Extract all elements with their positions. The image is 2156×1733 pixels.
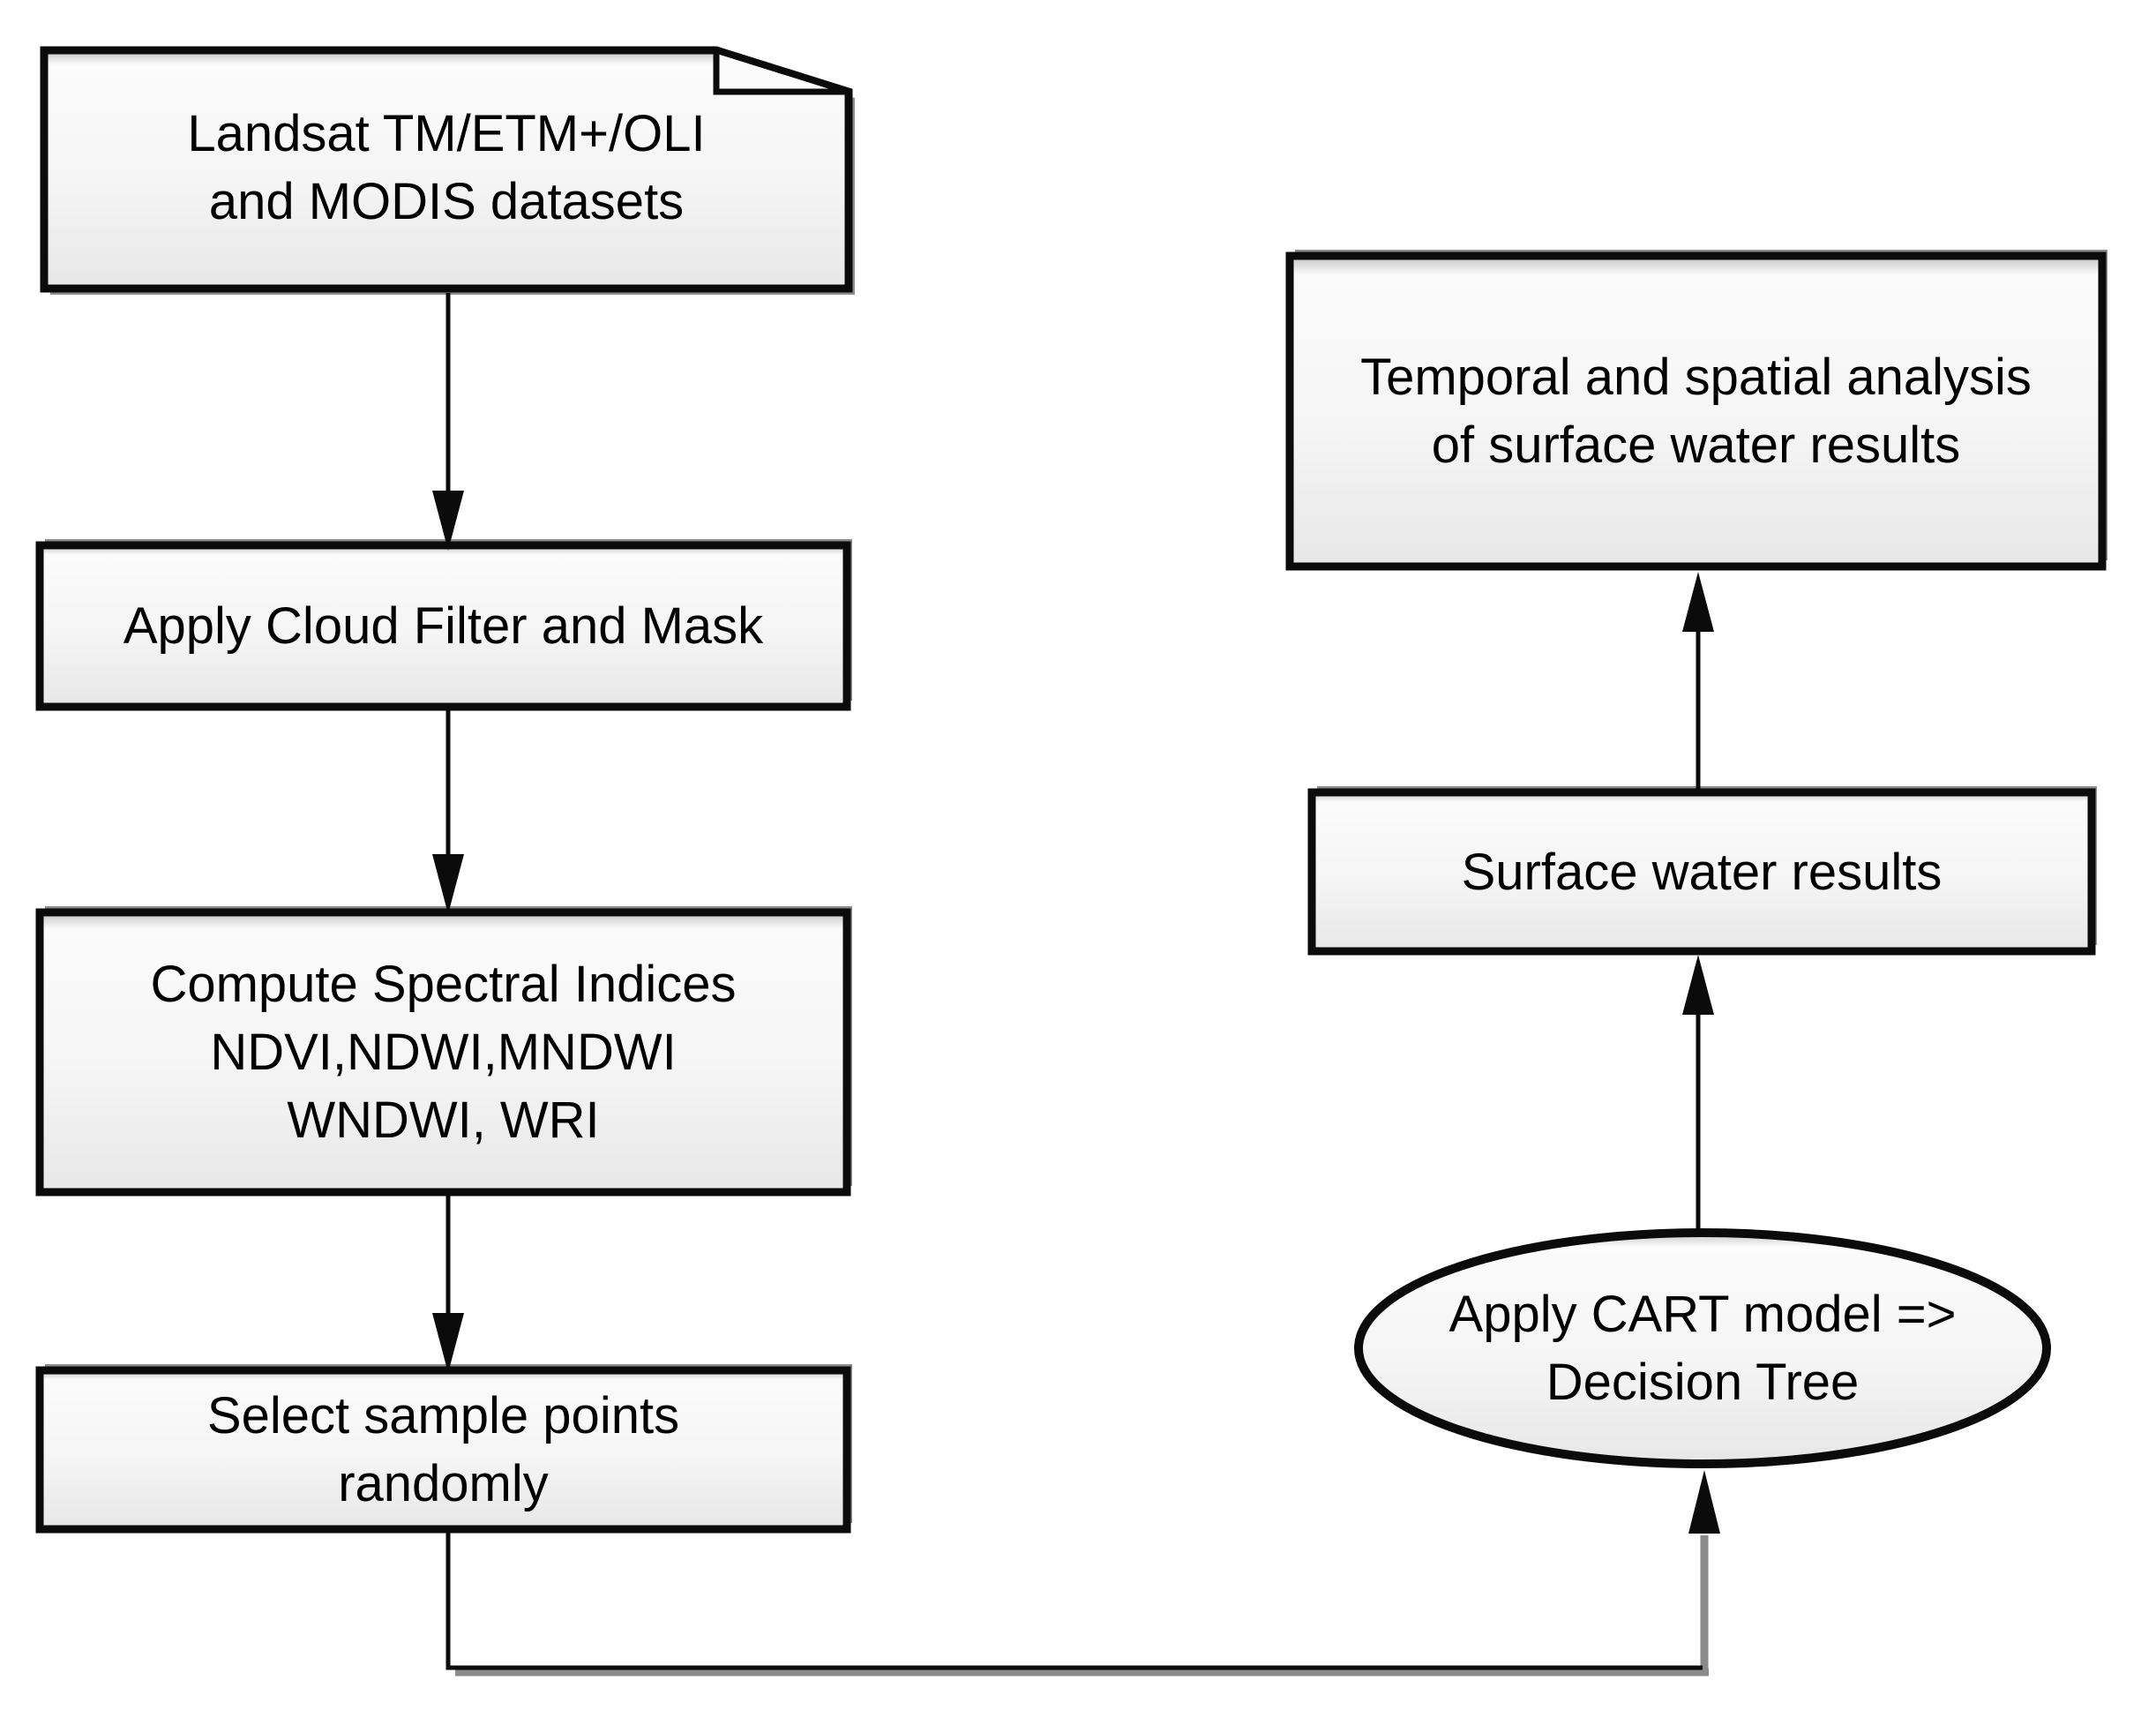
arrowhead-down-icon [432, 1313, 464, 1373]
cloud-filter-shape [35, 539, 852, 711]
sample-points-box [35, 1366, 851, 1534]
arrowhead-down-icon [432, 854, 464, 914]
arrowhead-down-icon [432, 491, 464, 551]
temporal-analysis-box [1285, 251, 2107, 571]
connector-black-path [445, 1529, 1703, 1670]
datasets-body [40, 46, 853, 293]
connector-sample-points-to-cart-model [445, 1470, 1720, 1677]
cloud-filter-box [35, 541, 851, 711]
spectral-indices-box [35, 908, 851, 1197]
surface-results-shape [1307, 786, 2097, 956]
spectral-indices-shape [35, 906, 852, 1197]
sample-points-shape [35, 1364, 852, 1534]
surface-results-box [1307, 788, 2096, 956]
arrowhead-up-icon [1682, 955, 1714, 1015]
arrow-spectral-indices-to-sample-points [432, 1192, 464, 1373]
arrowhead-up-icon [1682, 572, 1714, 632]
cart-model-ellipse [1354, 1228, 2051, 1468]
arrow-datasets-to-cloud-filter [432, 293, 464, 551]
temporal-analysis-shape [1285, 250, 2107, 571]
datasets-document-shape [40, 46, 855, 295]
arrow-cloud-filter-to-spectral-indices [432, 707, 464, 914]
arrowhead-up-icon [1688, 1470, 1720, 1534]
datasets-folded-corner [713, 46, 850, 95]
arrow-cart-model-to-surface-results [1682, 955, 1714, 1234]
arrow-surface-results-to-temporal-analysis [1682, 572, 1714, 791]
